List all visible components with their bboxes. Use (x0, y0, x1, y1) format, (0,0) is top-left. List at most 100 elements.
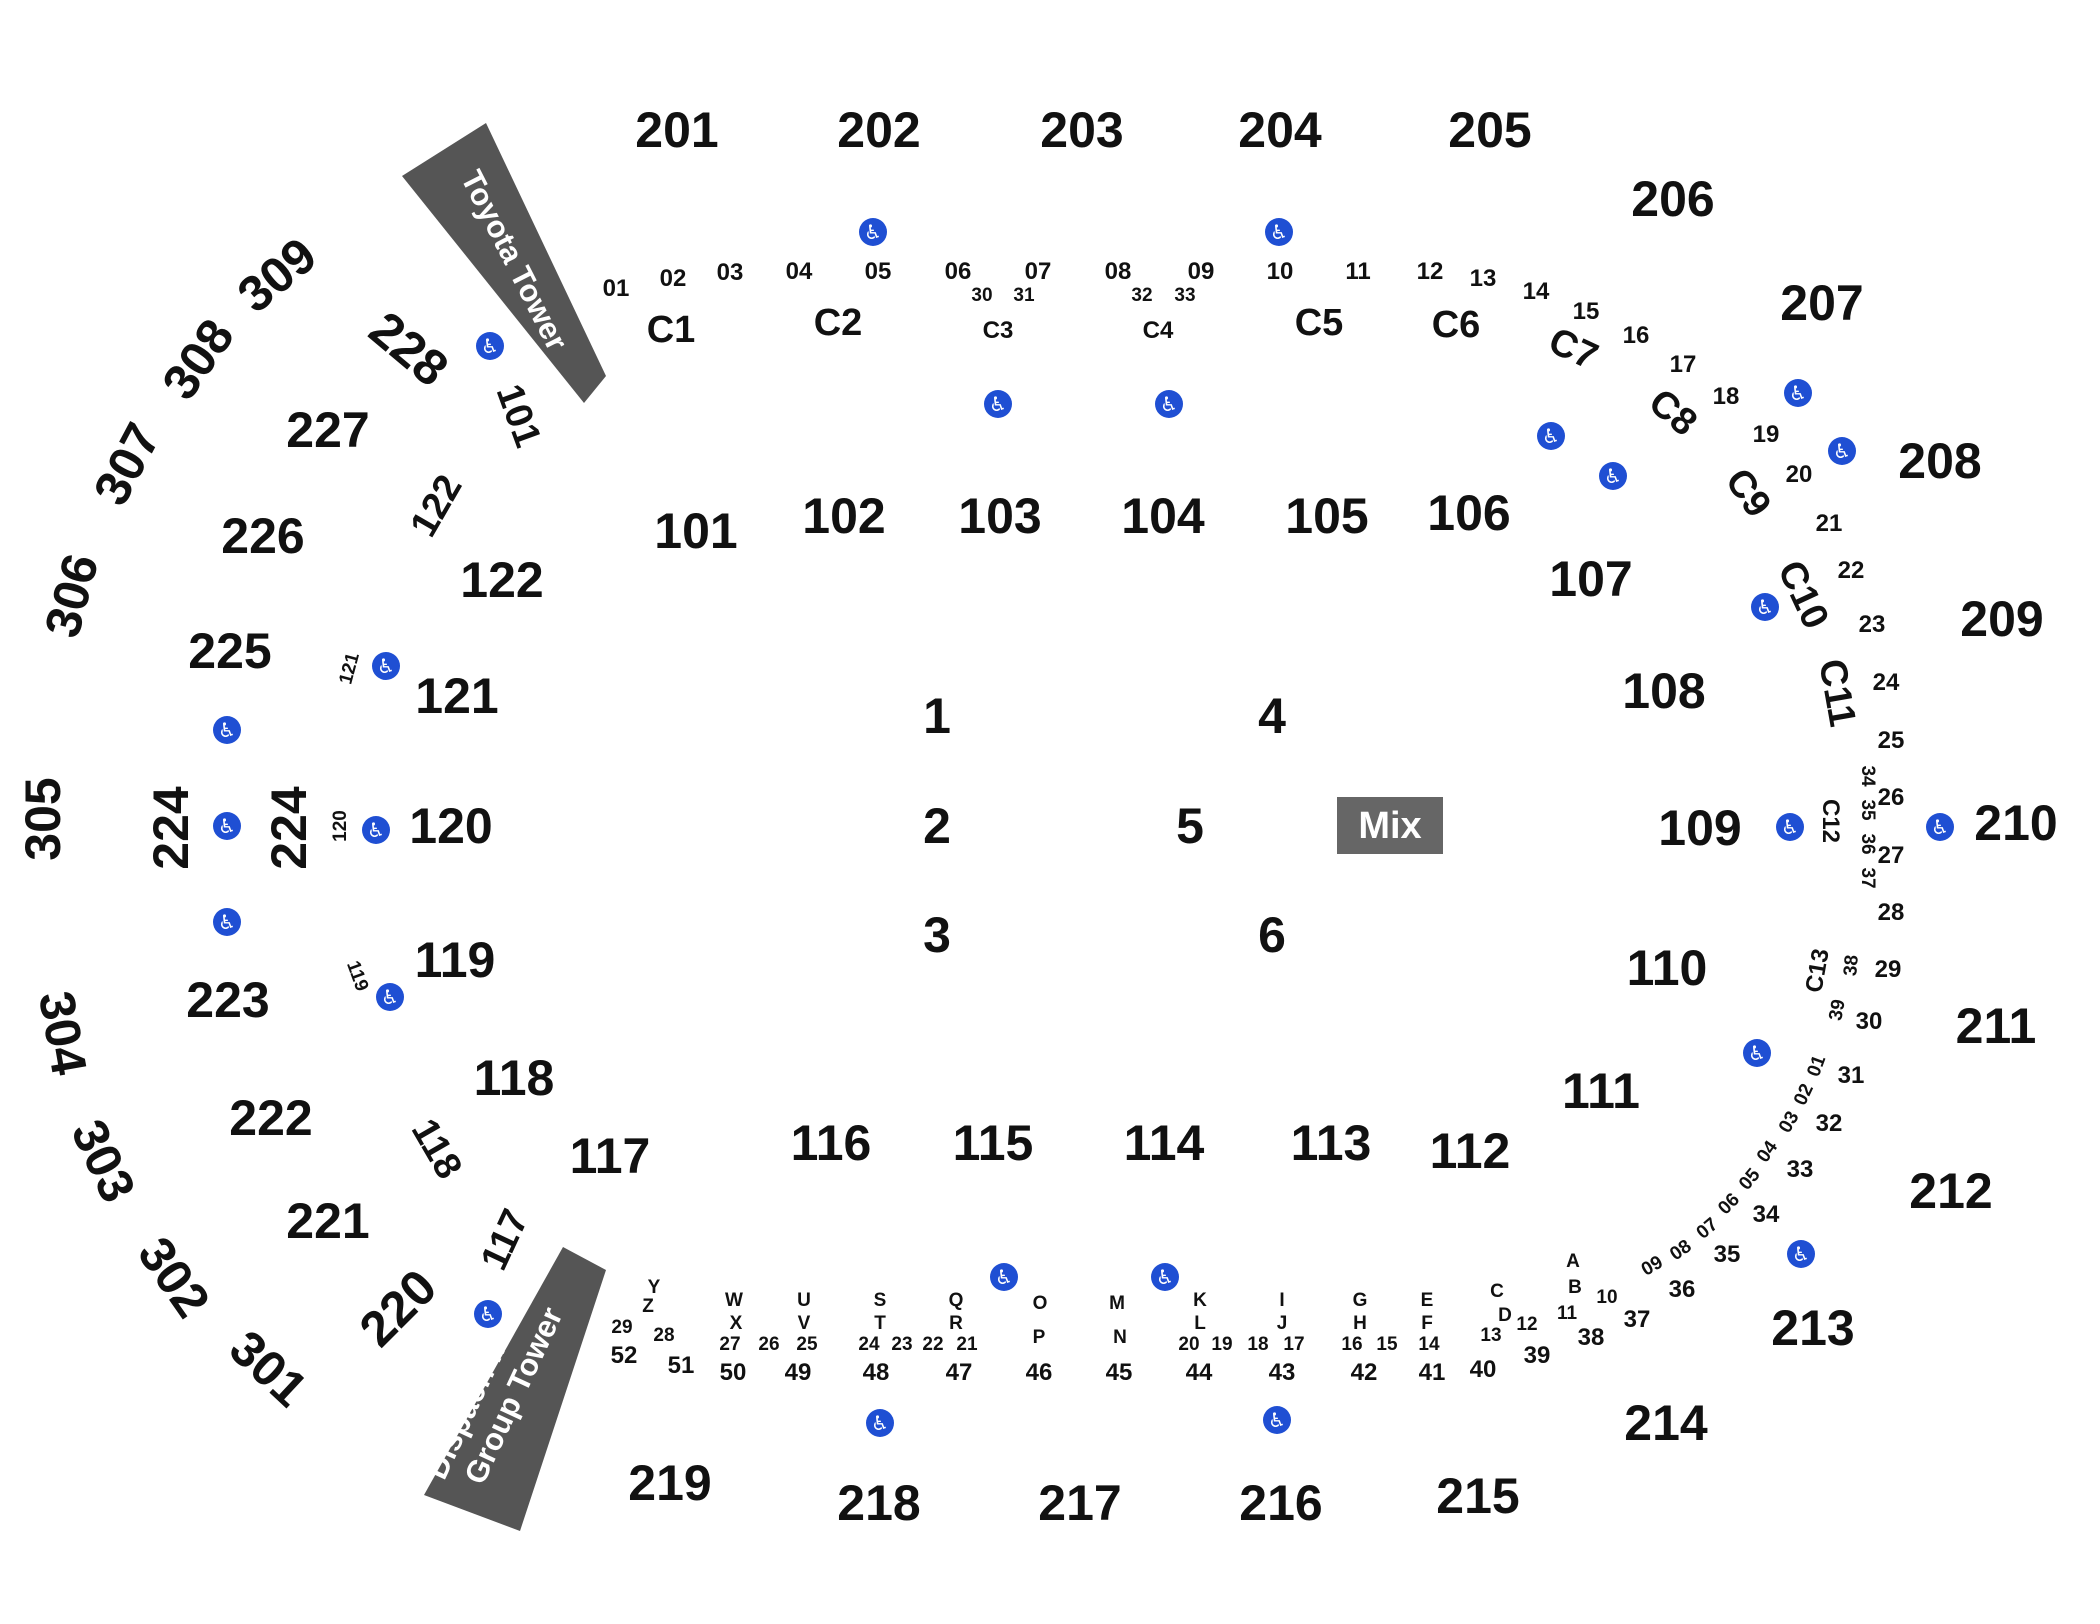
section-303[interactable]: 303 (60, 1111, 146, 1210)
section-301[interactable]: 301 (219, 1320, 318, 1418)
section-228[interactable]: 228 (359, 301, 459, 398)
club-c3[interactable]: C3 (983, 317, 1014, 344)
section-213[interactable]: 213 (1771, 1300, 1854, 1356)
section-203[interactable]: 203 (1040, 102, 1123, 158)
section-305[interactable]: 305 (15, 777, 71, 860)
wheelchair-icon[interactable]: ♿ (376, 983, 404, 1011)
club-c13[interactable]: C13 (1800, 947, 1834, 995)
section-110[interactable]: 110 (1627, 940, 1708, 996)
section-221[interactable]: 221 (286, 1193, 369, 1249)
club-c10[interactable]: C10 (1769, 554, 1837, 635)
wheelchair-icon[interactable]: ♿ (1151, 1263, 1179, 1291)
section-226[interactable]: 226 (221, 508, 304, 564)
section-111[interactable]: 111 (1562, 1063, 1640, 1119)
club-c8[interactable]: C8 (1641, 381, 1705, 444)
section-210[interactable]: 210 (1974, 795, 2057, 851)
section-116[interactable]: 116 (791, 1115, 872, 1171)
section-floor-6[interactable]: 6 (1258, 907, 1286, 963)
section-121[interactable]: 121 (415, 668, 498, 724)
section-218[interactable]: 218 (837, 1475, 920, 1531)
section-114[interactable]: 114 (1124, 1115, 1205, 1171)
section-115[interactable]: 115 (953, 1115, 1034, 1171)
wheelchair-icon[interactable]: ♿ (1926, 813, 1954, 841)
section-108[interactable]: 108 (1622, 663, 1705, 719)
wheelchair-icon[interactable]: ♿ (1537, 422, 1565, 450)
club-c2[interactable]: C2 (814, 302, 863, 344)
wheelchair-icon[interactable]: ♿ (213, 812, 241, 840)
section-105[interactable]: 105 (1285, 488, 1368, 544)
section-109[interactable]: 109 (1658, 800, 1741, 856)
club-c12[interactable]: C12 (1817, 799, 1844, 843)
section-117[interactable]: 117 (570, 1128, 651, 1184)
club-c9[interactable]: C9 (1717, 461, 1779, 525)
club-c7[interactable]: C7 (1542, 320, 1604, 379)
section-107[interactable]: 107 (1549, 551, 1632, 607)
section-101[interactable]: 101 (654, 503, 737, 559)
section-207[interactable]: 207 (1780, 275, 1863, 331)
section-120[interactable]: 120 (409, 798, 492, 854)
section-309[interactable]: 309 (227, 227, 327, 324)
dispatch-media-group-tower[interactable]: Dispach Media Group Tower (419, 1247, 606, 1531)
club-c6[interactable]: C6 (1432, 304, 1481, 346)
section-floor-3[interactable]: 3 (923, 907, 951, 963)
section-222[interactable]: 222 (229, 1090, 312, 1146)
wheelchair-icon[interactable]: ♿ (859, 218, 887, 246)
section-208[interactable]: 208 (1898, 433, 1981, 489)
section-113[interactable]: 113 (1291, 1115, 1372, 1171)
section-floor-2[interactable]: 2 (923, 798, 951, 854)
club-c1[interactable]: C1 (647, 309, 696, 351)
wheelchair-icon[interactable]: ♿ (1784, 379, 1812, 407)
wheelchair-icon[interactable]: ♿ (372, 652, 400, 680)
section-211[interactable]: 211 (1956, 998, 2037, 1054)
wheelchair-icon[interactable]: ♿ (990, 1263, 1018, 1291)
section-floor-1[interactable]: 1 (923, 688, 951, 744)
section-118[interactable]: 118 (474, 1050, 555, 1106)
wheelchair-icon[interactable]: ♿ (866, 1409, 894, 1437)
section-119[interactable]: 119 (415, 932, 496, 988)
section-220[interactable]: 220 (349, 1259, 448, 1358)
club-c4[interactable]: C4 (1143, 317, 1174, 344)
section-104[interactable]: 104 (1121, 488, 1205, 544)
wheelchair-icon[interactable]: ♿ (1263, 1406, 1291, 1434)
section-102[interactable]: 102 (802, 488, 885, 544)
wheelchair-icon[interactable]: ♿ (1265, 218, 1293, 246)
section-122[interactable]: 122 (460, 552, 543, 608)
section-308[interactable]: 308 (151, 309, 245, 409)
wheelchair-icon[interactable]: ♿ (1787, 1240, 1815, 1268)
wheelchair-icon[interactable]: ♿ (1828, 437, 1856, 465)
wheelchair-icon[interactable]: ♿ (213, 716, 241, 744)
section-201[interactable]: 201 (635, 102, 718, 158)
section-224-left[interactable]: 224 (143, 786, 199, 870)
wheelchair-icon[interactable]: ♿ (362, 816, 390, 844)
section-307[interactable]: 307 (83, 414, 172, 514)
wheelchair-icon[interactable]: ♿ (984, 390, 1012, 418)
wheelchair-icon[interactable]: ♿ (1155, 390, 1183, 418)
club-c5[interactable]: C5 (1295, 302, 1344, 344)
section-103[interactable]: 103 (958, 488, 1041, 544)
section-209[interactable]: 209 (1960, 591, 2043, 647)
section-302[interactable]: 302 (127, 1227, 221, 1327)
section-216[interactable]: 216 (1239, 1475, 1322, 1531)
section-212[interactable]: 212 (1909, 1163, 1992, 1219)
wheelchair-icon[interactable]: ♿ (1599, 462, 1627, 490)
section-206[interactable]: 206 (1631, 171, 1714, 227)
wheelchair-icon[interactable]: ♿ (474, 1300, 502, 1328)
section-227[interactable]: 227 (286, 402, 369, 458)
section-floor-5[interactable]: 5 (1176, 798, 1204, 854)
section-223[interactable]: 223 (186, 972, 269, 1028)
section-225[interactable]: 225 (188, 623, 271, 679)
section-304[interactable]: 304 (28, 987, 98, 1079)
wheelchair-icon[interactable]: ♿ (1776, 813, 1804, 841)
section-floor-4[interactable]: 4 (1258, 688, 1286, 744)
section-204[interactable]: 204 (1238, 102, 1322, 158)
section-214[interactable]: 214 (1624, 1395, 1708, 1451)
section-217[interactable]: 217 (1038, 1475, 1121, 1531)
section-205[interactable]: 205 (1448, 102, 1531, 158)
wheelchair-icon[interactable]: ♿ (1743, 1039, 1771, 1067)
club-c11[interactable]: C11 (1810, 656, 1863, 730)
section-202[interactable]: 202 (837, 102, 920, 158)
section-106[interactable]: 106 (1427, 485, 1510, 541)
wheelchair-icon[interactable]: ♿ (1751, 593, 1779, 621)
section-224-right[interactable]: 224 (261, 786, 317, 870)
section-306[interactable]: 306 (34, 548, 110, 643)
